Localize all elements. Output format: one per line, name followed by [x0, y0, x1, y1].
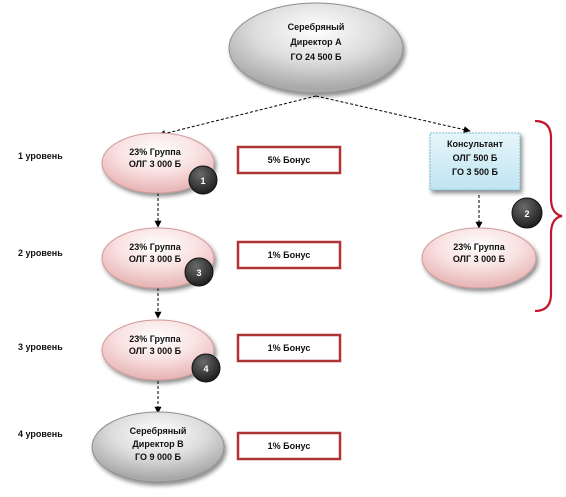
level-label-4: 4 уровень — [18, 429, 63, 439]
level4-director-line-3: ГО 9 000 Б — [135, 452, 182, 462]
level4-director-node — [91, 411, 225, 483]
consultant-line-3: ГО 3 500 Б — [452, 167, 499, 177]
level-label-2: 2 уровень — [18, 248, 63, 258]
level3-group-node — [101, 319, 215, 381]
level-label-3: 3 уровень — [18, 342, 63, 352]
top-node-line-1: Серебряный — [288, 22, 345, 32]
connector-top-to-level1 — [158, 95, 317, 137]
connectors — [154, 95, 483, 414]
level3-bonus-box: 1% Бонус — [236, 333, 342, 363]
level1-badge-number: 1 — [200, 176, 205, 186]
level4-director-line-1: Серебряный — [130, 426, 187, 436]
consultant-line-2: ОЛГ 500 Б — [453, 153, 498, 163]
right-brace — [534, 119, 563, 313]
level3-badge-number: 4 — [203, 364, 208, 374]
top-node — [228, 2, 404, 94]
level2-badge-number: 3 — [196, 268, 201, 278]
level2-group-line-1: 23% Группа — [129, 242, 182, 252]
right-group-line-2: ОЛГ 3 000 Б — [453, 254, 506, 264]
level1-badge: 1 — [188, 165, 218, 195]
connector-top-to-consultant — [315, 95, 471, 134]
level-labels: 1 уровень 2 уровень 3 уровень 4 уровень — [18, 151, 63, 439]
consultant-node — [429, 132, 521, 191]
level3-group-line-1: 23% Группа — [129, 334, 182, 344]
right-group-badge: 2 — [511, 197, 543, 229]
top-node-line-2: Директор А — [290, 37, 342, 47]
level1-bonus-box: 5% Бонус — [236, 145, 342, 175]
right-group-badge-number: 2 — [524, 209, 529, 219]
level4-bonus-text: 1% Бонус — [268, 441, 311, 451]
level1-bonus-text: 5% Бонус — [268, 155, 311, 165]
level2-bonus-text: 1% Бонус — [268, 250, 311, 260]
level1-group-node — [101, 132, 215, 194]
level-label-1: 1 уровень — [18, 151, 63, 161]
level1-group-line-1: 23% Группа — [129, 147, 182, 157]
top-node-text: Серебряный Директор А ГО 24 500 Б — [288, 22, 345, 62]
level4-bonus-box: 1% Бонус — [236, 431, 342, 461]
level4-director-line-2: Директор В — [132, 439, 184, 449]
consultant-line-1: Консультант — [447, 139, 504, 149]
level3-group-line-2: ОЛГ 3 000 Б — [129, 346, 182, 356]
level2-badge: 3 — [184, 257, 214, 287]
level2-group-line-2: ОЛГ 3 000 Б — [129, 254, 182, 264]
level2-bonus-box: 1% Бонус — [236, 240, 342, 270]
right-group-line-1: 23% Группа — [453, 242, 506, 252]
level1-group-line-2: ОЛГ 3 000 Б — [129, 159, 182, 169]
top-node-line-3: ГО 24 500 Б — [291, 52, 343, 62]
level3-badge: 4 — [191, 353, 221, 383]
right-group-node — [421, 227, 537, 289]
level3-bonus-text: 1% Бонус — [268, 343, 311, 353]
